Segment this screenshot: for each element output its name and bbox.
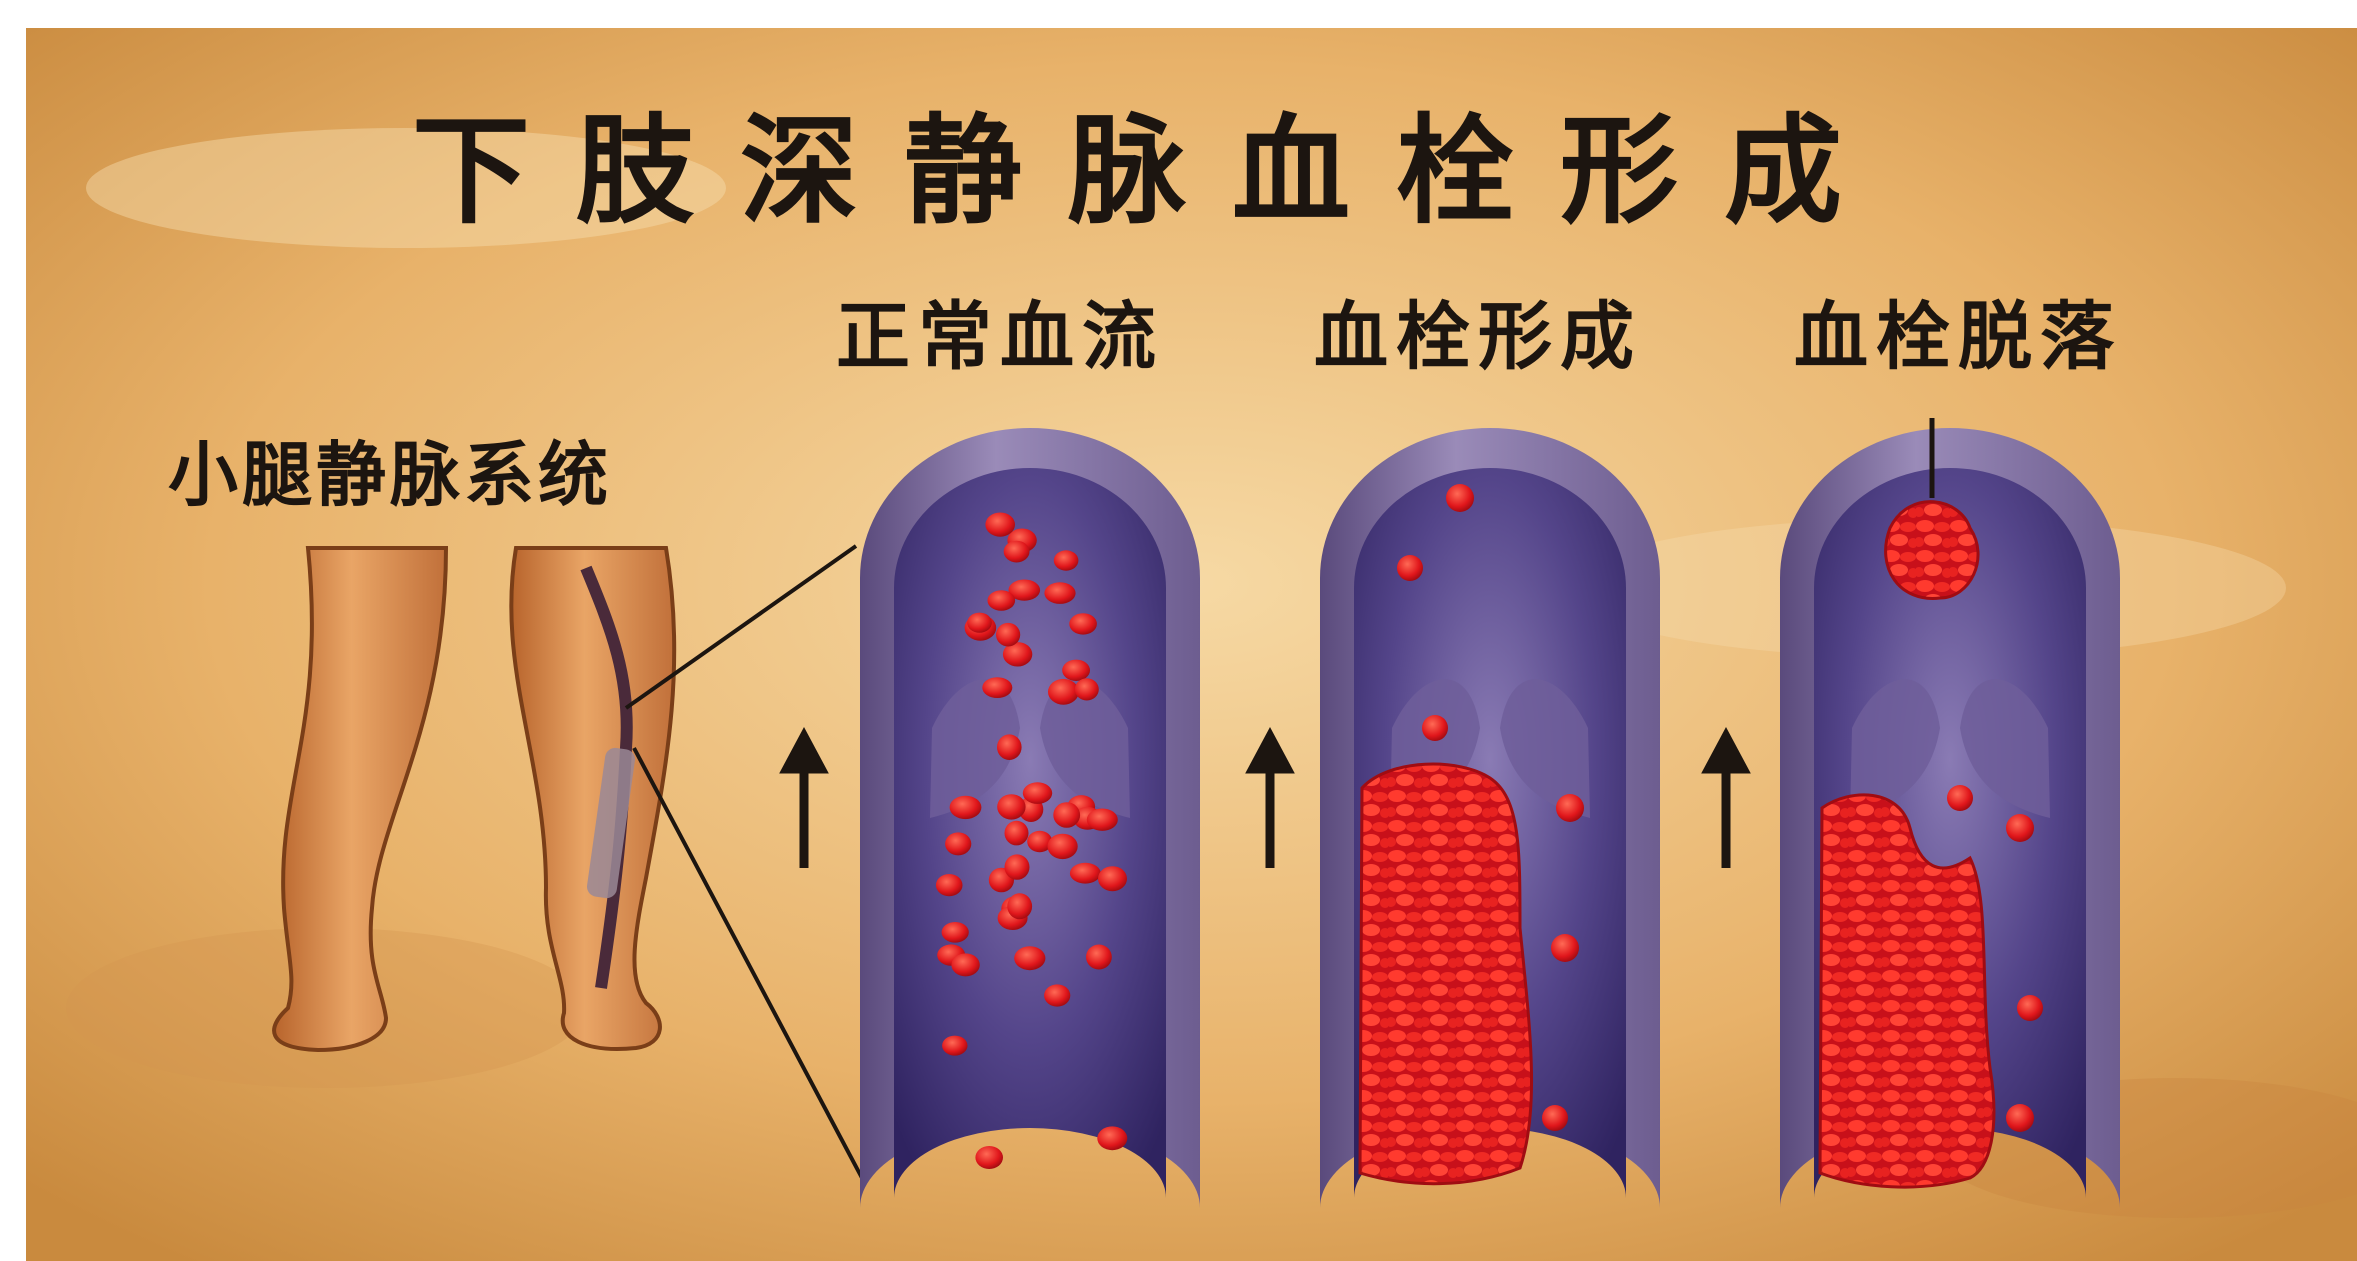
detached-embolus bbox=[1886, 502, 1978, 599]
red-blood-cell bbox=[945, 832, 971, 855]
panel-label-normal-flow: 正常血流 bbox=[836, 300, 1164, 374]
vein-panel-thrombus bbox=[1320, 428, 1660, 1208]
red-blood-cell bbox=[985, 513, 1015, 537]
red-blood-cell bbox=[1004, 541, 1030, 563]
red-blood-cell bbox=[1044, 582, 1075, 604]
diagram-title: 下肢深静脉血栓形成 bbox=[412, 112, 1888, 230]
red-blood-cell bbox=[1005, 821, 1029, 846]
red-blood-cell bbox=[1044, 984, 1070, 1006]
red-blood-cell bbox=[950, 796, 982, 819]
panel-label-thrombus-detachment: 血栓脱落 bbox=[1794, 300, 2122, 374]
red-blood-cell bbox=[1014, 946, 1045, 970]
red-blood-cell bbox=[951, 953, 979, 976]
thrombus-mass bbox=[1360, 764, 1532, 1184]
red-blood-cell bbox=[1048, 834, 1078, 859]
red-blood-cell bbox=[1007, 893, 1032, 919]
vein-panel-detach bbox=[1780, 418, 2120, 1208]
red-blood-cell bbox=[996, 623, 1020, 647]
red-blood-cell bbox=[988, 590, 1016, 611]
red-blood-cell bbox=[1054, 550, 1079, 570]
red-blood-cell bbox=[1086, 945, 1112, 970]
red-blood-cell bbox=[1070, 863, 1101, 884]
red-blood-cell bbox=[1098, 866, 1127, 891]
red-blood-cell bbox=[982, 677, 1012, 698]
leg-vein-system-label: 小腿静脉系统 bbox=[168, 440, 612, 510]
red-blood-cell bbox=[1023, 782, 1052, 804]
red-blood-cell bbox=[1048, 679, 1079, 705]
red-blood-cell bbox=[967, 613, 992, 633]
red-blood-cell bbox=[936, 874, 963, 896]
red-blood-cell bbox=[1069, 613, 1097, 634]
red-blood-cell bbox=[1053, 802, 1080, 828]
red-blood-cell bbox=[997, 794, 1025, 819]
vein-panel-normal bbox=[860, 428, 1200, 1208]
red-blood-cell bbox=[942, 922, 969, 943]
red-blood-cell bbox=[975, 1146, 1003, 1169]
red-blood-cell bbox=[1087, 809, 1118, 831]
red-blood-cell bbox=[942, 1036, 967, 1056]
red-blood-cell bbox=[1005, 854, 1030, 879]
red-blood-cell bbox=[1062, 660, 1090, 681]
red-blood-cell bbox=[1097, 1126, 1127, 1150]
red-blood-cell bbox=[997, 734, 1022, 760]
panel-label-thrombus-formation: 血栓形成 bbox=[1314, 300, 1642, 374]
red-blood-cell bbox=[1075, 678, 1099, 700]
